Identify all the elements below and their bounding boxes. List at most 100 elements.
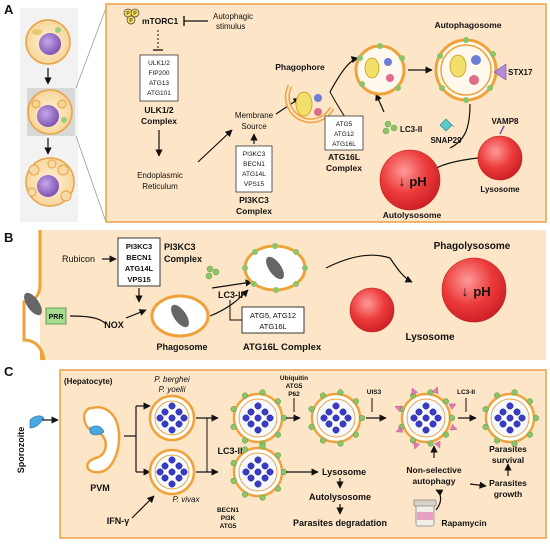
lc3-dot (259, 443, 266, 450)
autophagic-stimulus-2: stimulus (216, 22, 245, 31)
a-lysosome-label: Lysosome (480, 185, 520, 194)
parasite-nucleus (180, 414, 188, 422)
parasite-nucleus (261, 408, 269, 416)
arrow-ifn (131, 495, 155, 519)
a-atg-item-2: ATG12 (334, 131, 354, 138)
non-selective-1: Non-selective (406, 465, 462, 475)
ulk-item-3: ATG13 (149, 80, 169, 87)
b-atg-item-2: ATG16L (259, 322, 286, 331)
panel-c-letter: C (4, 364, 14, 379)
er-label-2: Reticulum (142, 182, 178, 191)
survival-2: survival (492, 455, 524, 465)
lc3-dot (482, 406, 489, 413)
lc3-dot (526, 398, 533, 405)
yoelii-label: P. yoelii (159, 385, 186, 394)
parasite-nucleus (156, 414, 164, 422)
a-atg-item-3: ATG16L (332, 141, 356, 148)
line-prr-nox (69, 315, 107, 325)
parasite-nucleus (254, 480, 262, 488)
membrane-source-2: Source (241, 122, 267, 131)
b-pi3k-item-3: ATG14L (125, 264, 154, 273)
non-selective-2: autophagy (413, 476, 456, 486)
parasite-nucleus (261, 420, 269, 428)
prr-label: PRR (49, 314, 64, 321)
sporozoite-label: Sporozoite (16, 427, 26, 474)
parasite-nucleus (254, 402, 262, 410)
lc3-dot (526, 431, 533, 438)
vacuole-lc3-top (230, 389, 288, 447)
vacuole-berghei (148, 394, 196, 442)
svg-text:P: P (126, 11, 130, 17)
nox-label: NOX (104, 320, 124, 330)
b-pi3k-item-4: VPS15 (127, 275, 150, 284)
uis3-spike (394, 405, 403, 413)
parasite-nucleus (513, 408, 521, 416)
b-phagosome-label: Phagosome (156, 342, 207, 352)
parasite-nucleus (168, 480, 176, 488)
a-pi3k-item-4: VPS15 (244, 181, 265, 188)
parasite-nucleus (242, 468, 250, 476)
sporozoite-icon (29, 415, 45, 429)
a-pi3k-item-2: BECN1 (243, 161, 265, 168)
pvm-label: PVM (90, 483, 110, 493)
b-pathogen-icon (24, 292, 42, 316)
parasite-nucleus (168, 468, 176, 476)
membrane-line (22, 230, 46, 361)
parasite-nucleus (266, 468, 274, 476)
autophagic-stimulus-1: Autophagic (213, 12, 253, 21)
parasite-nucleus (180, 468, 188, 476)
arrow-phago-auto (329, 56, 359, 93)
autophagosome (434, 37, 498, 103)
ulk-item-1: ULK1/2 (148, 60, 170, 67)
parasite-nucleus (325, 408, 333, 416)
parasite-nucleus (247, 420, 255, 428)
growth-1: Parasites (489, 478, 527, 488)
parasite-nucleus (494, 414, 502, 422)
phagophore (284, 84, 335, 124)
lc3-dot (511, 389, 518, 396)
lc3-dot (308, 423, 315, 430)
parasite-nucleus (518, 414, 526, 422)
rapamycin-label: Rapamycin (441, 518, 486, 528)
a-atg-item-1: ATG5 (336, 121, 353, 128)
parasite-nucleus (175, 408, 183, 416)
autophagosome-label: Autophagosome (434, 20, 501, 30)
arrow-lc3-up (375, 93, 385, 113)
parasite-nucleus (499, 408, 507, 416)
c-lc3-label: LC3-II (217, 446, 242, 456)
ulk-complex-2: Complex (141, 116, 177, 126)
parasite-nucleus (168, 426, 176, 434)
b-atg-box (241, 306, 305, 334)
parasite-nucleus (254, 426, 262, 434)
b-ph-arrow: ↓ (462, 283, 469, 299)
parasite-nucleus (422, 402, 430, 410)
parasite-nucleus (506, 414, 514, 422)
parasite-nucleus (156, 468, 164, 476)
c-lysosome-label: Lysosome (322, 467, 366, 477)
parasite-nucleus (266, 414, 274, 422)
snap29-label: SNAP29 (430, 136, 462, 145)
vacuole-uis3 (394, 386, 458, 450)
growth-2: growth (494, 489, 522, 499)
uis3-spike (395, 426, 404, 433)
panel-c-frame (59, 369, 547, 539)
vivax-label: P. vivax (173, 495, 201, 504)
c-lc3b-label: LC3-II (457, 389, 475, 396)
vacuole-lc3-bottom (230, 443, 288, 501)
becn-3: ATG5 (220, 523, 237, 530)
a-lc3-dots (382, 120, 398, 135)
line-lap-fusion (325, 254, 391, 269)
becn-1: BECN1 (217, 507, 239, 514)
lc3-dot (241, 437, 249, 444)
lc3-dot (259, 494, 266, 501)
ubiq-1: Ubiquitin (280, 375, 308, 382)
b-lysosome-icon (349, 287, 395, 333)
a-lysosome-icon (477, 135, 523, 181)
a-atg-box (324, 115, 364, 151)
parasite-nucleus (422, 414, 430, 422)
lc3-dot (280, 468, 288, 476)
mtorc1-label: mTORC1 (142, 16, 178, 26)
arrow-lc3-phago (211, 279, 253, 289)
autolysosome-label: Autolysosome (383, 210, 442, 220)
